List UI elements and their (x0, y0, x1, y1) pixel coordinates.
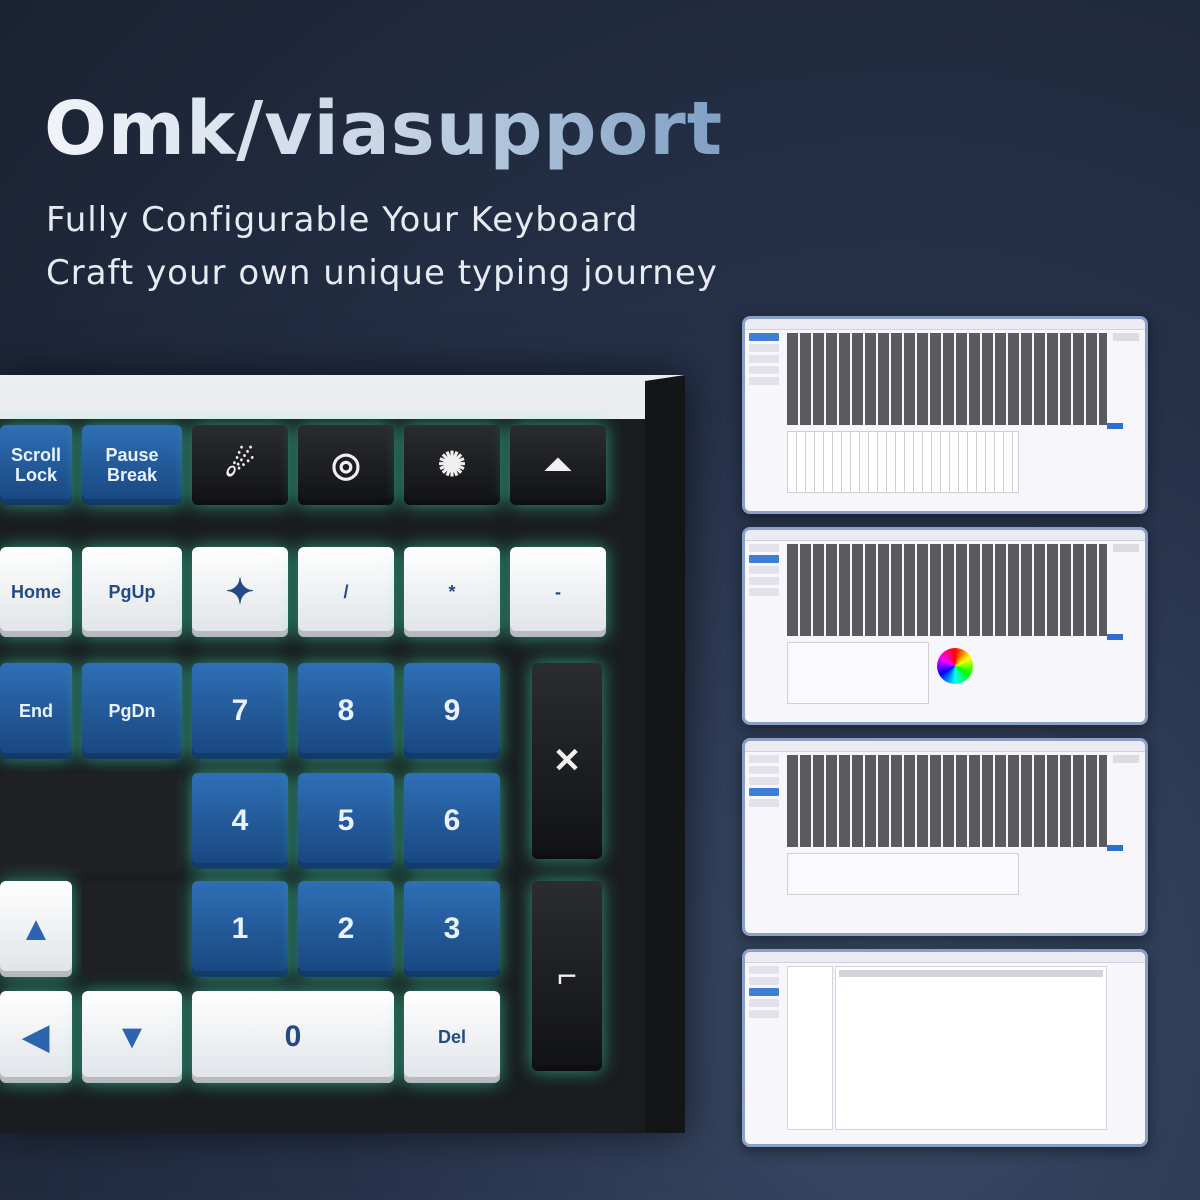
macro-list (787, 966, 833, 1130)
apply-button (1107, 845, 1123, 851)
window-titlebar (745, 741, 1145, 752)
right-panel (1113, 755, 1139, 763)
keyboard-layout-grid (787, 544, 1107, 636)
key-home: Home (0, 547, 72, 637)
keyboard-recess-2 (82, 881, 182, 977)
key-arrow-left: ◀ (0, 991, 72, 1083)
keyboard-layout-grid (787, 333, 1107, 425)
key-galaxy-icon: ☄ (192, 425, 288, 505)
key-planet-icon: ◎ (298, 425, 394, 505)
side-led-4 (659, 831, 671, 843)
subtitle-line-2: Craft your own unique typing journey (46, 253, 718, 293)
settings-area (787, 853, 1019, 895)
key-6: 6 (404, 773, 500, 869)
color-wheel (937, 648, 973, 684)
sidebar (749, 333, 779, 388)
headline-text: Omk/viasupport (44, 86, 724, 172)
software-screenshot-macro (742, 949, 1148, 1147)
key-enter-tall: ⌐ (532, 881, 602, 1071)
keyboard-recess (0, 773, 182, 873)
key-1: 1 (192, 881, 288, 977)
lighting-effects-grid (787, 642, 929, 704)
key-rocket-icon: ⏶ (510, 425, 606, 505)
key-end: End (0, 663, 72, 759)
headline: Omk/viasupport (44, 86, 723, 172)
key-arrow-up-left: ▲ (0, 881, 72, 977)
right-panel (1113, 333, 1139, 341)
software-screenshot-button (742, 316, 1148, 514)
window-titlebar (745, 319, 1145, 330)
key-del: Del (404, 991, 500, 1083)
window-titlebar (745, 530, 1145, 541)
software-screenshot-setting (742, 738, 1148, 936)
sidebar (749, 966, 779, 1021)
side-led-2 (659, 611, 671, 623)
subtitle-line-1: Fully Configurable Your Keyboard (46, 200, 639, 240)
key-arrow-down: ▼ (82, 991, 182, 1083)
key-9: 9 (404, 663, 500, 759)
key-pgdn: PgDn (82, 663, 182, 759)
sidebar (749, 755, 779, 810)
key-3: 3 (404, 881, 500, 977)
keyboard-layout-grid (787, 755, 1107, 847)
keyboard-photo: Scroll Lock Pause Break ☄ ◎ ✺ ⏶ Home PgU… (0, 375, 685, 1133)
key-5: 5 (298, 773, 394, 869)
key-sun-icon: ✺ (404, 425, 500, 505)
key-slash: / (298, 547, 394, 637)
key-pause-break: Pause Break (82, 425, 182, 505)
sidebar (749, 544, 779, 599)
key-asterisk: * (404, 547, 500, 637)
side-led-3 (659, 721, 671, 733)
key-selector-grid (787, 431, 1019, 493)
key-scroll-lock: Scroll Lock (0, 425, 72, 505)
key-4: 4 (192, 773, 288, 869)
keyboard-frame (0, 381, 645, 419)
key-numlock-icon: ✦ (192, 547, 288, 637)
key-7: 7 (192, 663, 288, 759)
side-led-1 (659, 501, 671, 513)
apply-button (1107, 423, 1123, 429)
right-panel (1113, 544, 1139, 552)
apply-button (1107, 634, 1123, 640)
side-led-5 (659, 941, 671, 953)
key-0: 0 (192, 991, 394, 1083)
key-plus-tall: ✕ (532, 663, 602, 859)
key-8: 8 (298, 663, 394, 759)
key-2: 2 (298, 881, 394, 977)
key-minus: - (510, 547, 606, 637)
key-pgup: PgUp (82, 547, 182, 637)
window-titlebar (745, 952, 1145, 963)
software-screenshot-lighting (742, 527, 1148, 725)
macro-table (835, 966, 1107, 1130)
